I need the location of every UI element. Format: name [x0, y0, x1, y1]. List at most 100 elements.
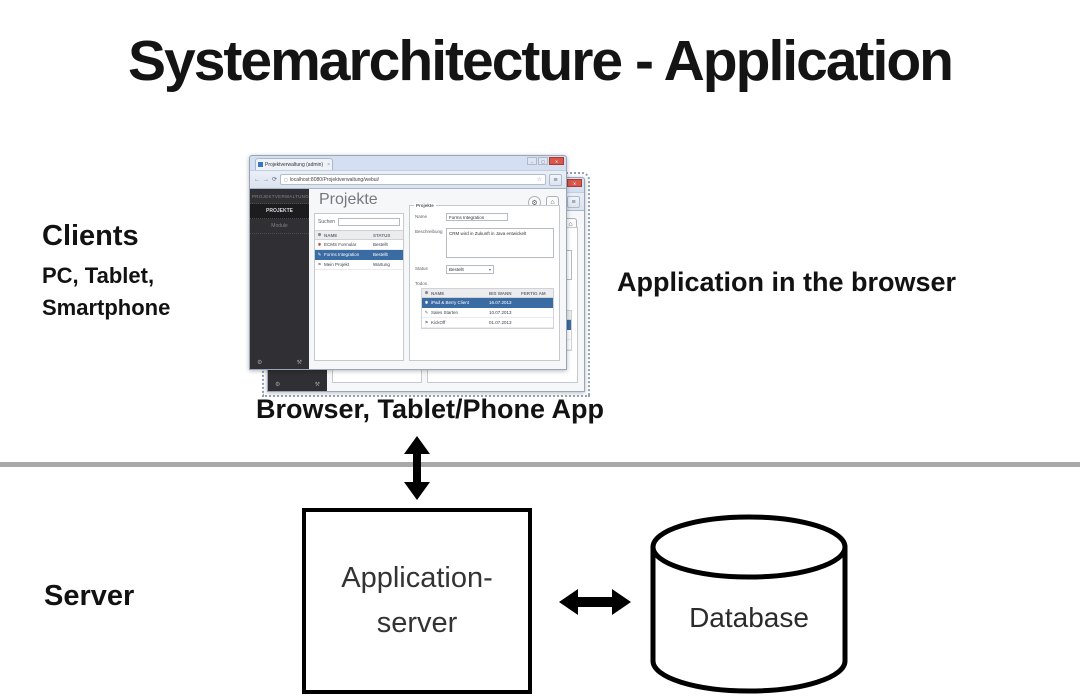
page-title: Projekte: [319, 191, 378, 208]
clients-subtext: PC, Tablet, Smartphone: [42, 260, 170, 324]
todo-row[interactable]: ✎ Sales Starten 10.07.2013: [422, 308, 553, 318]
clients-line-1: PC, Tablet,: [42, 263, 155, 288]
table-row[interactable]: ✱ ECMS Formular Bestellt: [315, 240, 403, 250]
clients-line-2: Smartphone: [42, 295, 171, 320]
database-cylinder: [650, 514, 848, 694]
name-field-row: Name Forms Integration: [415, 213, 554, 221]
description-textarea[interactable]: CRM wird in Zukunft in Java entwickelt: [446, 228, 554, 258]
cell-name: Forms Integration: [324, 252, 360, 257]
flag-icon: ⚑: [424, 319, 429, 325]
browser-menu-button[interactable]: ≡: [567, 195, 580, 208]
asterisk-icon: ✱: [317, 241, 322, 247]
browser-tab[interactable]: Projektverwaltung (admin) ×: [255, 158, 333, 170]
back-icon[interactable]: ←: [254, 176, 260, 183]
bookmark-star-icon[interactable]: ☆: [536, 177, 542, 183]
browser-toolbar: ← → ⟳ ▢ localhost:8080/Projektverwaltung…: [250, 170, 566, 189]
app-sidebar: PROJEKTVERWALTUNG PROJEKTE Module ⚙ ⚒: [250, 189, 309, 369]
cell-name: iPad & Berry Client: [431, 300, 470, 305]
clients-heading: Clients: [42, 220, 139, 252]
window-controls: – ▢ ✕: [527, 157, 564, 165]
application-server-box: Application- server: [302, 508, 532, 694]
add-icon[interactable]: ⊕: [317, 232, 322, 237]
sidebar-brand: PROJEKTVERWALTUNG: [250, 189, 309, 204]
project-detail-panel: Projekte Name Forms Integration Beschrei…: [409, 203, 560, 361]
todo-row-selected[interactable]: ✱ iPad & Berry Client 16.07.2013: [422, 298, 553, 308]
cell-status: Wartung: [373, 262, 390, 267]
table-row[interactable]: ⚑ Mein Projekt Wartung: [315, 260, 403, 270]
tab-close-icon[interactable]: ×: [327, 161, 330, 168]
page-icon: ▢: [284, 176, 288, 182]
todos-table: ⊕ NAME BIS WANN FERTIG AM ✱ iPad & Berry…: [421, 288, 554, 329]
browser-tabstrip: Projektverwaltung (admin) × – ▢ ✕: [250, 156, 566, 170]
tab-favicon-icon: [258, 162, 263, 167]
cell-name: KickOff: [431, 320, 446, 325]
minimize-button[interactable]: –: [527, 157, 537, 165]
reload-icon[interactable]: ⟳: [272, 176, 278, 183]
pencil-icon: ✎: [317, 251, 322, 257]
search-input[interactable]: [337, 218, 400, 226]
chevron-down-icon: ▾: [488, 267, 491, 272]
app-main: Projekte ⚙ ⌂ Suchen ⊕ NAME STATUS: [309, 189, 566, 369]
app-body: PROJEKTVERWALTUNG PROJEKTE Module ⚙ ⚒ Pr…: [250, 189, 566, 369]
status-select[interactable]: Bestellt ▾: [446, 265, 494, 274]
maximize-button[interactable]: ▢: [538, 157, 548, 165]
pencil-icon: ✎: [424, 309, 429, 315]
slide-title: Systemarchitecture - Application: [128, 29, 954, 93]
name-label: Name: [415, 214, 428, 219]
todos-label: Todos: [415, 281, 428, 286]
server-database-arrow: [559, 589, 631, 615]
col-bis-wann: BIS WANN: [489, 290, 512, 296]
project-table: ⊕ NAME STATUS ✱ ECMS Formular Bestellt ✎…: [315, 230, 403, 270]
detail-panel-label: Projekte: [414, 203, 436, 208]
sidebar-item-projekte[interactable]: PROJEKTE: [250, 204, 309, 219]
cell-name: ECMS Formular: [324, 242, 357, 247]
sidebar-item-module[interactable]: Module: [250, 219, 309, 234]
browser-tablet-app-label: Browser, Tablet/Phone App: [255, 394, 605, 424]
browser-menu-button[interactable]: ≡: [549, 173, 562, 186]
application-in-browser-label: Application in the browser: [617, 267, 957, 297]
todo-row[interactable]: ⚑ KickOff 01.07.2013: [422, 318, 553, 328]
todos-header: ⊕ NAME BIS WANN FERTIG AM: [422, 289, 553, 298]
add-icon[interactable]: ⊕: [424, 290, 429, 295]
client-server-arrow: [404, 436, 430, 500]
cell-name: Mein Projekt: [324, 262, 350, 267]
url-text: localhost:8080/Projektverwaltung/webui/: [289, 176, 380, 183]
address-bar[interactable]: ▢ localhost:8080/Projektverwaltung/webui…: [280, 174, 546, 185]
status-field-row: Status Bestellt ▾: [415, 265, 554, 274]
wrench-icon[interactable]: ⚒: [296, 360, 302, 366]
search-label: Suchen: [318, 219, 335, 225]
gear-icon[interactable]: ⚙: [257, 360, 263, 366]
project-table-header: ⊕ NAME STATUS: [315, 230, 403, 240]
application-server-line1: Application-: [341, 562, 493, 594]
cell-name: Sales Starten: [431, 310, 459, 315]
database-label: Database: [689, 602, 809, 633]
close-button[interactable]: ✕: [567, 179, 582, 187]
col-name: NAME: [431, 290, 445, 296]
col-name: NAME: [324, 232, 338, 238]
client-server-divider: [0, 462, 1080, 467]
sidebar-spacer: [250, 234, 309, 356]
cell-bis: 10.07.2013: [489, 310, 512, 315]
flag-icon: ⚑: [317, 261, 322, 267]
search-row: Suchen: [315, 214, 403, 230]
cell-bis: 01.07.2013: [489, 320, 512, 325]
col-status: STATUS: [373, 232, 391, 238]
forward-icon[interactable]: →: [263, 176, 269, 183]
description-field-row: Beschreibung CRM wird in Zukunft in Java…: [415, 228, 554, 258]
wrench-icon[interactable]: ⚒: [314, 382, 320, 388]
status-value: Bestellt: [449, 267, 464, 272]
cell-status: Bestellt: [373, 242, 388, 247]
name-input[interactable]: Forms Integration: [446, 213, 508, 221]
close-button[interactable]: ✕: [549, 157, 564, 165]
table-row-selected[interactable]: ✎ Forms Integration Bestellt: [315, 250, 403, 260]
tab-title: Projektverwaltung (admin): [265, 161, 324, 168]
cell-bis: 16.07.2013: [489, 300, 512, 305]
sidebar-footer: ⚙ ⚒: [250, 356, 309, 369]
server-heading: Server: [44, 580, 135, 612]
project-list-panel: Suchen ⊕ NAME STATUS ✱ ECMS Formular Bes…: [314, 213, 404, 361]
application-server-line2: server: [376, 607, 458, 639]
asterisk-icon: ✱: [424, 299, 429, 305]
gear-icon[interactable]: ⚙: [275, 382, 281, 388]
cell-status: Bestellt: [373, 252, 388, 257]
